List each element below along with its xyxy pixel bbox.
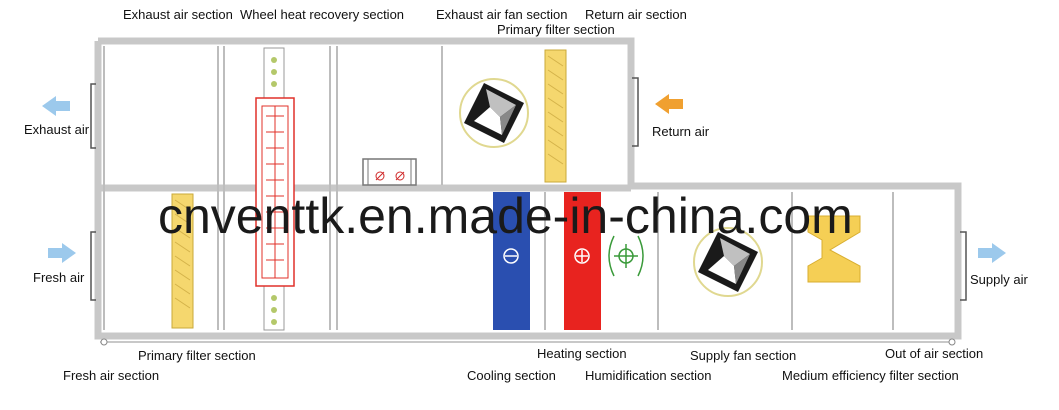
- cooling-coil: [493, 192, 530, 330]
- label-fresh-air-section: Fresh air section: [63, 368, 160, 383]
- label-medium-efficiency-filter-section: Medium efficiency filter section: [782, 368, 959, 383]
- label-exhaust-air: Exhaust air: [24, 122, 90, 137]
- label-supply-air: Supply air: [970, 272, 1028, 287]
- base-skid: [100, 338, 956, 346]
- primary-filter-bottom: [171, 193, 194, 329]
- label-fresh-air: Fresh air: [33, 270, 85, 285]
- exhaust-arrow-icon: [42, 96, 70, 116]
- fan-icon: [693, 227, 763, 297]
- watermark: cnventtk.en.made-in-china.com: [158, 188, 853, 244]
- section-dividers: [103, 46, 894, 330]
- fan-icon: [459, 78, 529, 148]
- label-wheel-heat-recovery-section: Wheel heat recovery section: [240, 7, 405, 22]
- label-primary-filter-section-bottom: Primary filter section: [138, 348, 256, 363]
- heating-coil: [564, 192, 601, 330]
- label-out-of-air-section: Out of air section: [885, 346, 984, 361]
- label-primary-filter-section-top: Primary filter section: [497, 22, 615, 37]
- label-cooling-section: Cooling section: [467, 368, 556, 383]
- label-heating-section: Heating section: [537, 346, 627, 361]
- damper-icon: [362, 158, 417, 186]
- label-return-air: Return air: [652, 124, 710, 139]
- unit-casing: [94, 37, 962, 340]
- supply-arrow-icon: [978, 243, 1006, 263]
- label-exhaust-air-section: Exhaust air section: [123, 7, 233, 22]
- label-humidification-section: Humidification section: [585, 368, 712, 383]
- primary-filter-top: [544, 49, 567, 183]
- medium-efficiency-filter: [807, 215, 861, 283]
- label-exhaust-air-fan-section: Exhaust air fan section: [436, 7, 568, 22]
- fresh-arrow-icon: [48, 243, 76, 263]
- heat-recovery-wheel: [255, 47, 295, 331]
- label-return-air-section: Return air section: [585, 7, 687, 22]
- louvers: [90, 77, 967, 301]
- return-arrow-icon: [655, 94, 683, 114]
- label-supply-fan-section: Supply fan section: [690, 348, 797, 363]
- humidifier-icon: [608, 235, 644, 277]
